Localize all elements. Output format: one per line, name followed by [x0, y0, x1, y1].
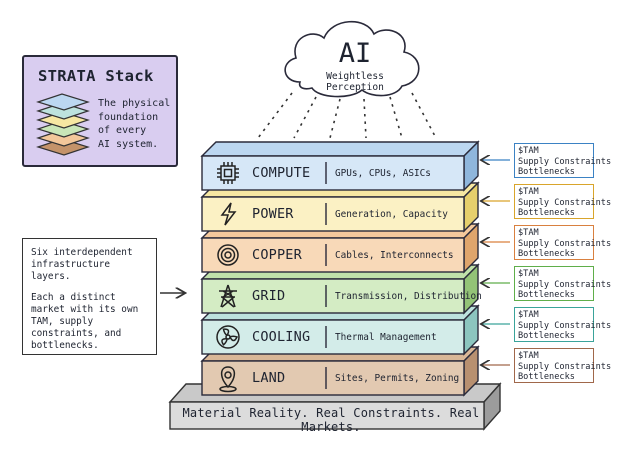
tam-supply: Supply Constraints — [518, 197, 612, 208]
layered-stack-icon — [36, 93, 90, 156]
tam-bottlenecks: Bottlenecks — [518, 372, 575, 383]
fan-icon — [216, 325, 240, 349]
layer-name-power: POWER — [252, 206, 294, 222]
layer-desc-grid: Transmission, Distribution — [335, 291, 482, 302]
tam-label: $TAM — [518, 187, 539, 197]
note-paragraph-1: Six interdependent infrastructure layers… — [31, 247, 133, 282]
layer-name-grid: GRID — [252, 288, 286, 304]
dotted-connectors — [257, 92, 437, 139]
tam-bottlenecks: Bottlenecks — [518, 167, 575, 178]
card-title: STRATA Stack — [38, 67, 154, 85]
card-line: of every — [98, 125, 147, 136]
note-paragraph-2: Each a distinct market with its own TAM,… — [31, 292, 139, 351]
card-description: The physical foundation of every AI syst… — [98, 97, 178, 151]
base-caption: Material Reality. Real Constraints. Real… — [182, 406, 480, 434]
tam-supply: Supply Constraints — [518, 361, 612, 372]
cloud-title: AI — [338, 38, 372, 69]
tam-box-compute: $TAM Supply Constraints Bottlenecks — [514, 143, 612, 178]
cable-icon — [217, 244, 239, 266]
layer-desc-land: Sites, Permits, Zoning — [335, 373, 460, 384]
cloud-subtitle: Weightless Perception — [326, 71, 384, 93]
tam-bottlenecks: Bottlenecks — [518, 208, 575, 219]
tam-box-cooling: $TAM Supply Constraints Bottlenecks — [514, 307, 612, 342]
tam-label: $TAM — [518, 146, 539, 156]
location-pin-icon — [219, 366, 237, 393]
layers-note: Six interdependent infrastructure layers… — [22, 238, 157, 355]
tam-label: $TAM — [518, 351, 539, 361]
tower-icon — [219, 284, 237, 308]
tam-supply: Supply Constraints — [518, 238, 612, 249]
layer-compute — [200, 140, 480, 192]
lightning-icon — [220, 202, 237, 226]
tam-supply: Supply Constraints — [518, 320, 612, 331]
tam-label: $TAM — [518, 269, 539, 279]
card-line: The physical — [98, 98, 171, 109]
layer-desc-copper: Cables, Interconnects — [335, 250, 454, 261]
tam-box-land: $TAM Supply Constraints Bottlenecks — [514, 348, 612, 383]
layer-name-cooling: COOLING — [252, 329, 311, 345]
tam-bottlenecks: Bottlenecks — [518, 331, 575, 342]
layer-name-compute: COMPUTE — [252, 165, 311, 181]
layer-desc-compute: GPUs, CPUs, ASICs — [335, 168, 431, 179]
tam-bottlenecks: Bottlenecks — [518, 290, 575, 301]
chip-icon — [217, 162, 239, 184]
layer-name-land: LAND — [252, 370, 286, 386]
layer-name-copper: COPPER — [252, 247, 302, 263]
tam-supply: Supply Constraints — [518, 279, 612, 290]
cloud-shape — [284, 20, 420, 98]
card-line: foundation — [98, 111, 159, 123]
card-line: AI system. — [98, 138, 159, 150]
layer-desc-cooling: Thermal Management — [335, 332, 437, 343]
tam-box-grid: $TAM Supply Constraints Bottlenecks — [514, 266, 612, 301]
tam-bottlenecks: Bottlenecks — [518, 249, 575, 260]
tam-box-copper: $TAM Supply Constraints Bottlenecks — [514, 225, 612, 260]
tam-supply: Supply Constraints — [518, 156, 612, 167]
tam-box-power: $TAM Supply Constraints Bottlenecks — [514, 184, 612, 219]
tam-label: $TAM — [518, 228, 539, 238]
strata-title-card: STRATA Stack The physical foundation of … — [22, 55, 178, 167]
layer-desc-power: Generation, Capacity — [335, 209, 448, 220]
tam-label: $TAM — [518, 310, 539, 320]
